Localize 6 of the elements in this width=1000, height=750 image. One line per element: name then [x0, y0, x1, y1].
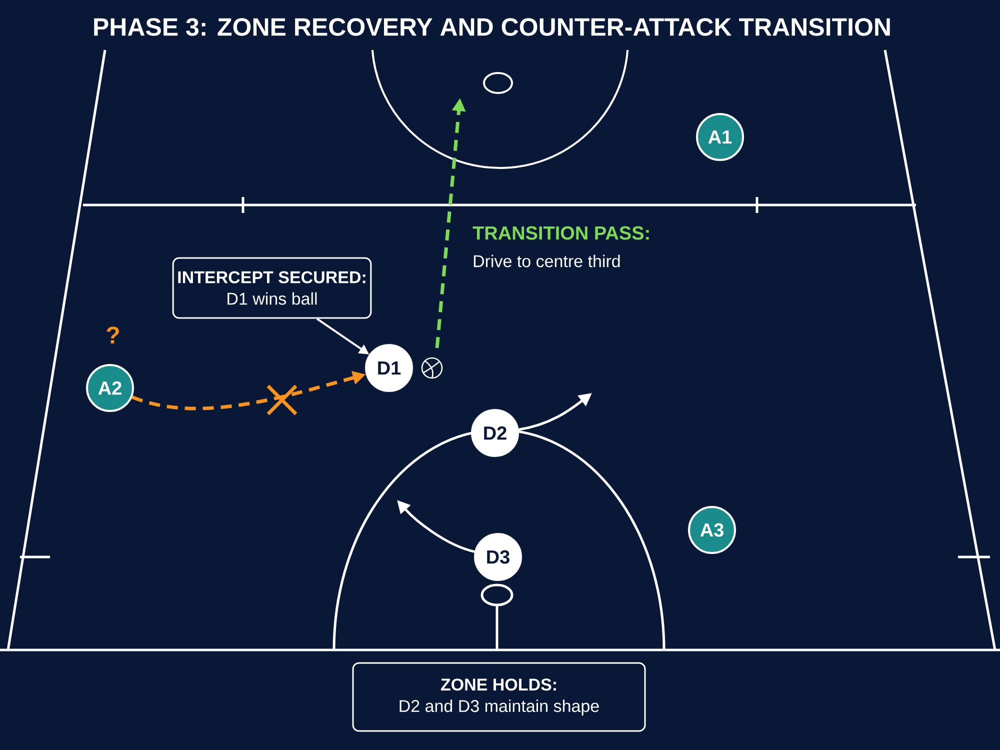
- callout-box: INTERCEPT SECURED: D1 wins ball: [172, 257, 372, 319]
- pass-heading: TRANSITION PASS:: [472, 226, 649, 240]
- pass-note: Drive to centre third: [474, 254, 620, 268]
- title: PHASE 3: ZONE RECOVERY AND COUNTER-ATTACK TRANSITION: [94, 18, 890, 36]
- callout-box: ZONE HOLDS: D2 and D3 maintain shape: [352, 662, 646, 732]
- question-mark: ?: [106, 326, 119, 344]
